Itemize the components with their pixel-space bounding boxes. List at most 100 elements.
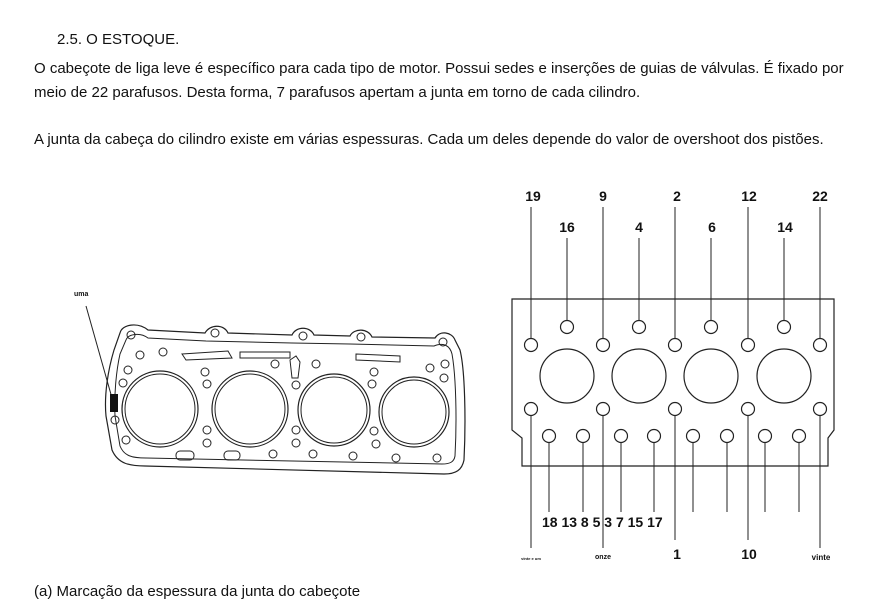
- gasket-hole: [291, 380, 301, 390]
- bolt-4: [631, 319, 647, 335]
- bolt-20: [812, 401, 828, 417]
- bolt-5: [791, 428, 807, 444]
- bolt-order-figure: 19 9 2 12 22 16 4 6 14 18 13 8 5 3 7 15 …: [511, 188, 835, 562]
- gasket-oval-hole: [175, 450, 195, 461]
- figure-caption: (a) Marcação da espessura da junta do ca…: [34, 583, 361, 600]
- label-6: 6: [708, 219, 716, 235]
- gasket-hole: [123, 365, 133, 375]
- bolt-13: [575, 428, 591, 444]
- label-21: vinte e um: [521, 556, 541, 561]
- gasket-cylinder-bore-4: [378, 376, 450, 448]
- bolt-8: [757, 428, 773, 444]
- label-14: 14: [777, 219, 793, 235]
- gasket-cylinder-bore-1-inner: [124, 373, 196, 445]
- gasket-hole: [369, 367, 379, 377]
- gasket-hole: [200, 367, 210, 377]
- label-10: 10: [741, 546, 757, 562]
- paragraph-cylinder-head: O cabeçote de liga leve é específico par…: [34, 60, 844, 101]
- bolt-7: [719, 428, 735, 444]
- gasket-cylinder-bore-3-inner: [300, 376, 368, 444]
- gasket-hole: [432, 453, 442, 463]
- bolt-9: [595, 337, 611, 353]
- label-11: onze: [595, 554, 611, 561]
- head-cylinder-4: [756, 348, 812, 404]
- gasket-hole: [311, 359, 321, 369]
- gasket-hole: [367, 379, 377, 389]
- gasket-hole: [158, 347, 168, 357]
- bolt-21: [523, 401, 539, 417]
- label-20: vinte: [812, 553, 831, 562]
- gasket-marker-leader-line: [85, 305, 113, 399]
- label-16: 16: [559, 219, 575, 235]
- gasket-hole: [268, 449, 278, 459]
- bolt-12: [740, 337, 756, 353]
- label-1: 1: [673, 546, 681, 562]
- gasket-hole: [202, 438, 212, 448]
- bolt-10: [740, 401, 756, 417]
- label-4: 4: [635, 219, 643, 235]
- gasket-hole: [110, 415, 120, 425]
- gasket-hole: [291, 425, 301, 435]
- paragraph-gasket-thickness: A junta da cabeça do cilindro existe em …: [34, 131, 824, 148]
- bolt-11: [595, 401, 611, 417]
- gasket-slot: [289, 355, 301, 379]
- bolt-19: [523, 337, 539, 353]
- gasket-slot: [355, 353, 401, 363]
- gasket-hole: [440, 359, 450, 369]
- head-cylinder-1: [539, 348, 595, 404]
- head-cylinder-2: [611, 348, 667, 404]
- gasket-hole: [121, 435, 131, 445]
- bolt-18: [541, 428, 557, 444]
- head-cylinder-3: [683, 348, 739, 404]
- gasket-slot: [239, 351, 291, 359]
- bolt-6: [703, 319, 719, 335]
- label-2: 2: [673, 188, 681, 204]
- gasket-cylinder-bore-2-inner: [214, 373, 286, 445]
- gasket-hole: [369, 426, 379, 436]
- gasket-hole: [126, 330, 136, 340]
- gasket-hole: [438, 337, 448, 347]
- bolt-22: [812, 337, 828, 353]
- gasket-hole: [291, 438, 301, 448]
- gasket-hole: [210, 328, 220, 338]
- gasket-hole: [348, 451, 358, 461]
- label-9: 9: [599, 188, 607, 204]
- gasket-marker-label: uma: [74, 291, 89, 298]
- gasket-hole: [308, 449, 318, 459]
- gasket-hole: [371, 439, 381, 449]
- gasket-cylinder-bore-3: [297, 373, 371, 447]
- bolt-3: [613, 428, 629, 444]
- gasket-cylinder-bore-4-inner: [381, 379, 447, 445]
- gasket-hole: [135, 350, 145, 360]
- cylinder-head-outline: [511, 298, 835, 467]
- label-bottom-sequence: 18 13 8 5 3 7 15 17: [542, 514, 663, 530]
- bolt-17: [685, 428, 701, 444]
- gasket-hole: [118, 378, 128, 388]
- gasket-cylinder-bore-1: [121, 370, 199, 448]
- label-12: 12: [741, 188, 757, 204]
- gasket-cylinder-bore-2: [211, 370, 289, 448]
- gasket-inner-outline: [114, 333, 457, 465]
- gasket-hole: [202, 425, 212, 435]
- bolt-14: [776, 319, 792, 335]
- label-19: 19: [525, 188, 541, 204]
- gasket-hole: [202, 379, 212, 389]
- bolt-2: [667, 337, 683, 353]
- bolt-15: [646, 428, 662, 444]
- bolt-1: [667, 401, 683, 417]
- gasket-hole: [356, 332, 366, 342]
- bolt-16: [559, 319, 575, 335]
- section-heading: 2.5. O ESTOQUE.: [57, 31, 180, 48]
- gasket-hole: [391, 453, 401, 463]
- gasket-hole: [298, 331, 308, 341]
- gasket-slot: [181, 350, 233, 361]
- gasket-outer-outline: [104, 324, 466, 475]
- gasket-hole: [439, 373, 449, 383]
- gasket-small-holes: [110, 328, 450, 463]
- gasket-thickness-marker: [110, 394, 118, 412]
- head-gasket-figure: uma: [74, 291, 466, 475]
- gasket-oval-hole: [223, 450, 241, 461]
- gasket-hole: [270, 359, 280, 369]
- gasket-hole: [425, 363, 435, 373]
